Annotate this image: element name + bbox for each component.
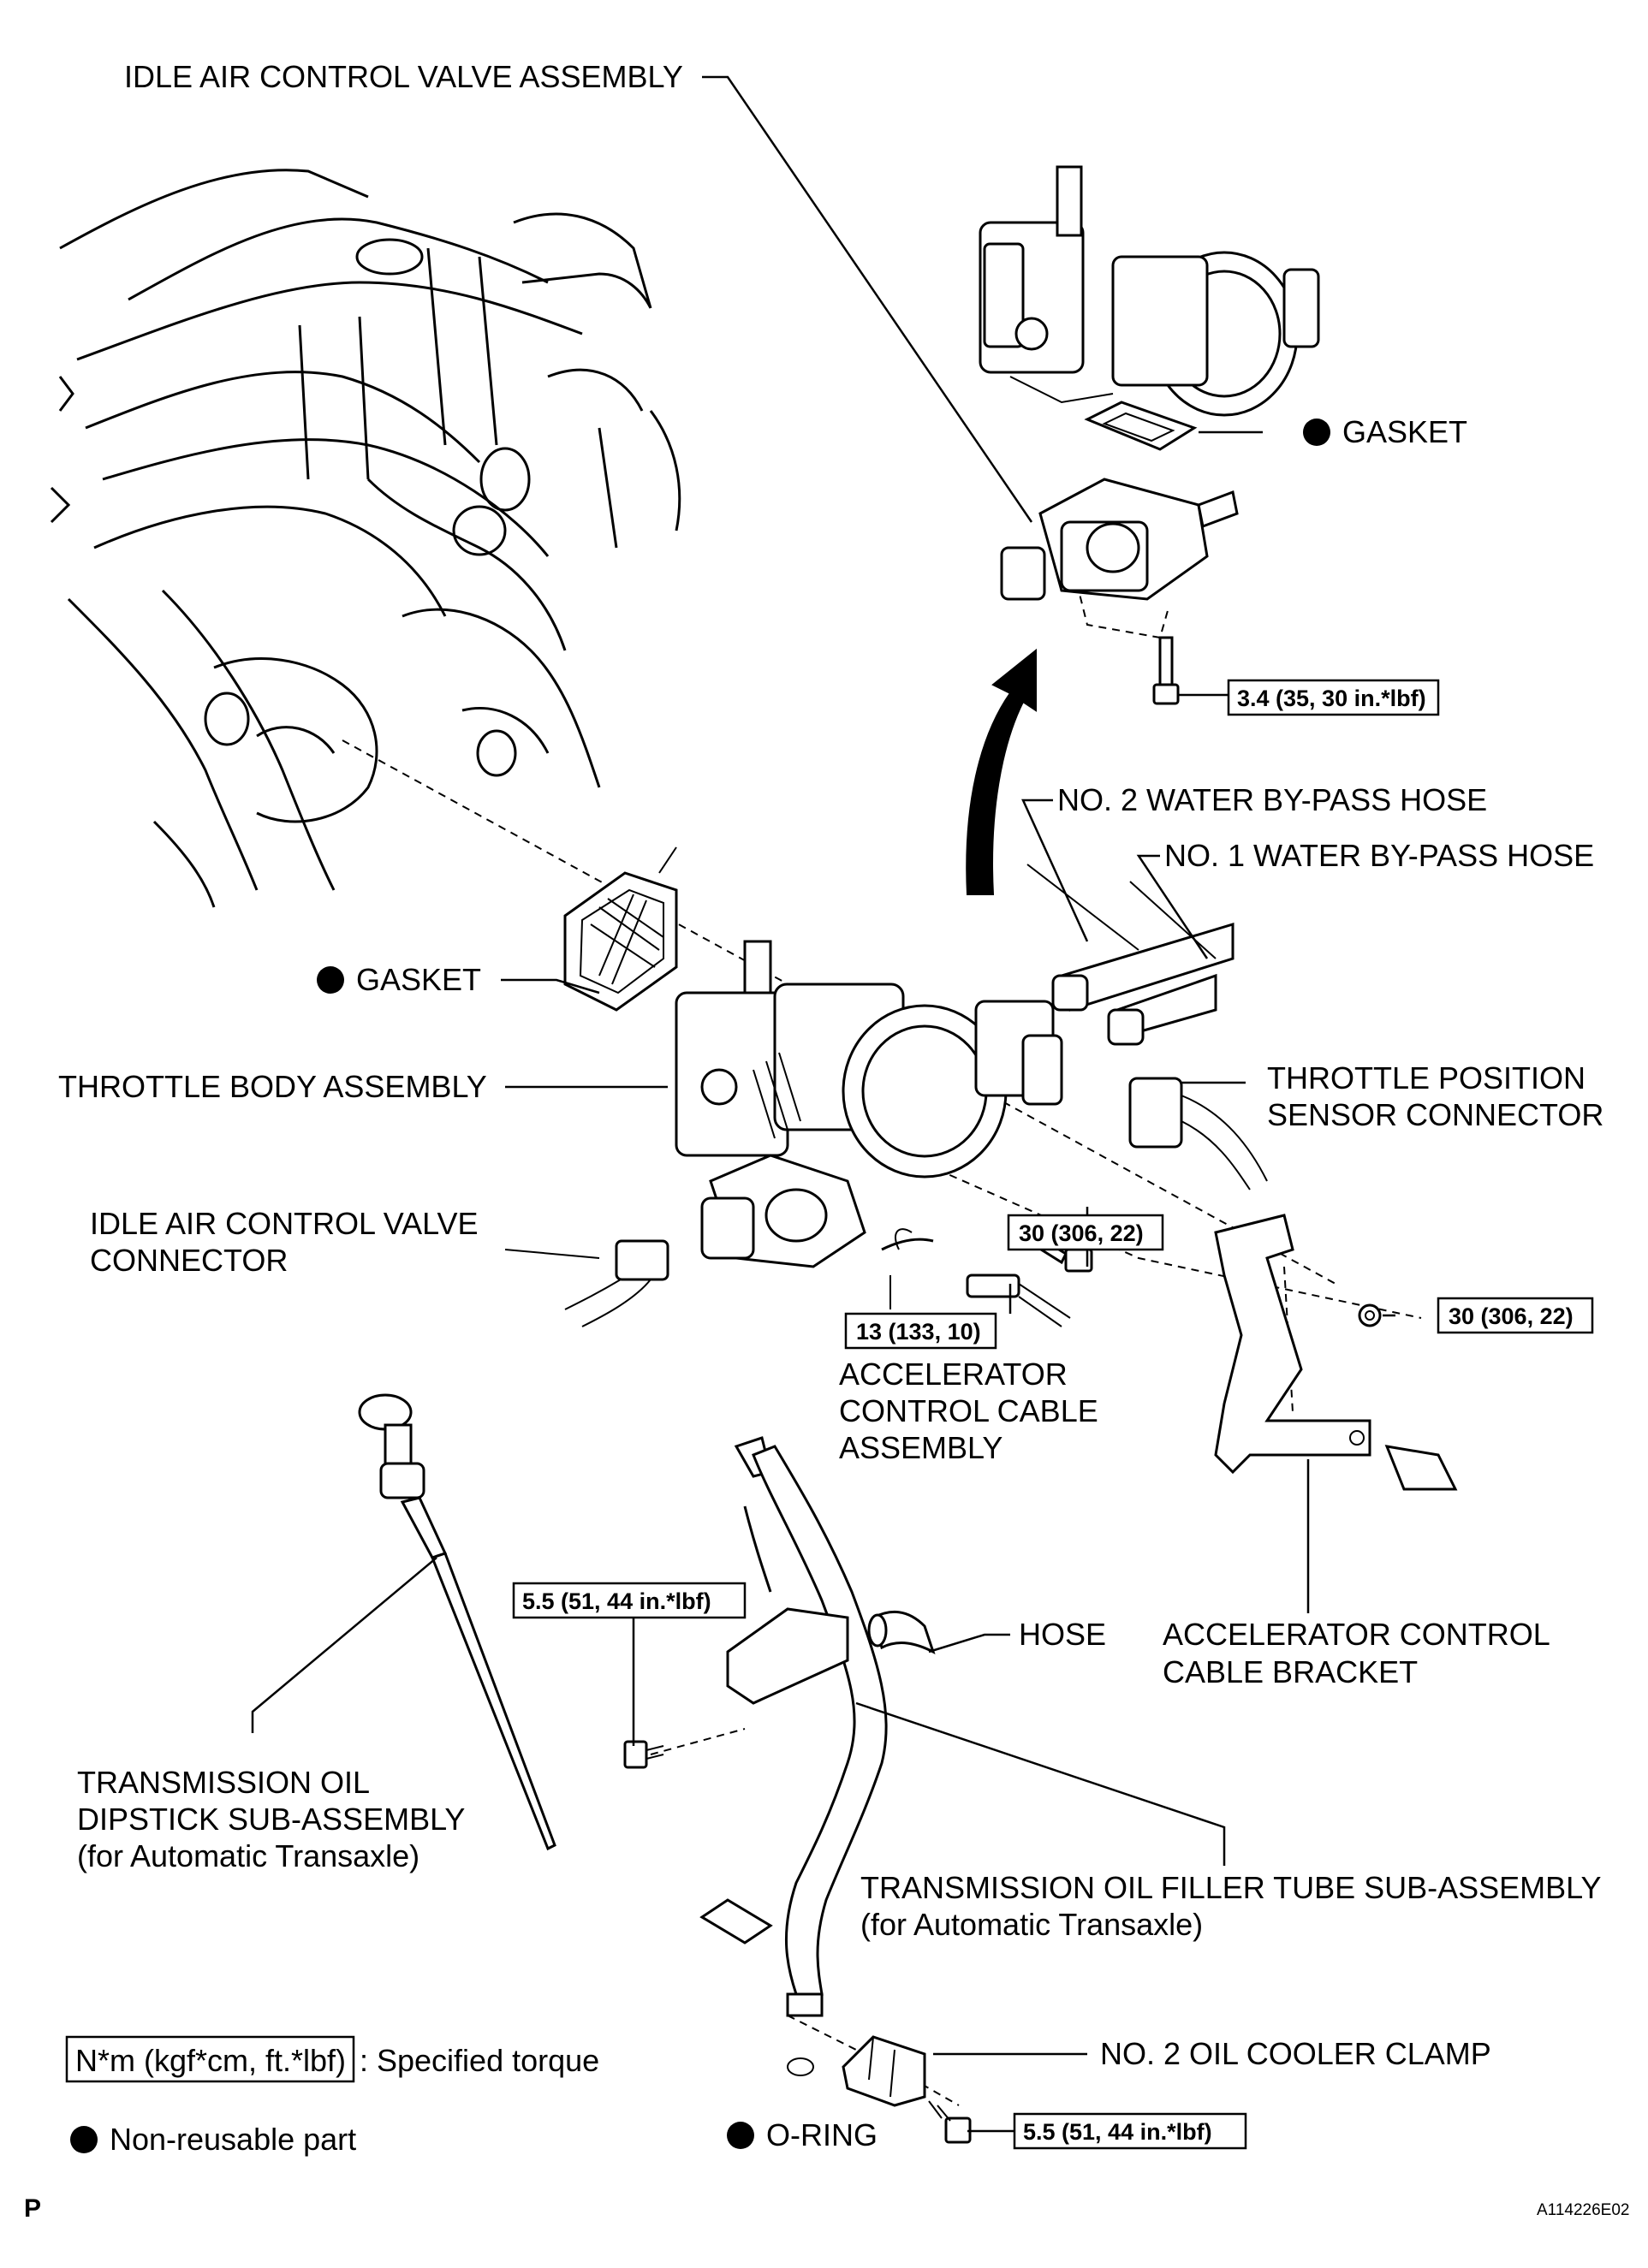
accelerator-bracket-part	[1214, 1214, 1458, 1491]
hose-part	[867, 1610, 936, 1654]
non-reusable-dot-o-ring	[727, 2122, 754, 2149]
iacv-connector-part	[504, 1239, 669, 1327]
label-hose: HOSE	[1019, 1617, 1106, 1652]
clamp-bolt	[928, 2100, 972, 2144]
label-tps-connector-line2: SENSOR CONNECTOR	[1267, 1097, 1603, 1132]
non-reusable-dot-gasket-upper	[1303, 419, 1330, 446]
footer-left-code: P	[24, 2194, 41, 2223]
label-iacv-connector-line2: CONNECTOR	[90, 1243, 288, 1278]
label-o-ring: O-RING	[766, 2117, 878, 2152]
svg-text:13 (133, 10): 13 (133, 10)	[856, 1319, 981, 1345]
label-gasket-upper: GASKET	[1342, 414, 1467, 449]
legend-torque-box	[65, 2035, 355, 2083]
label-accel-bracket-line2: CABLE BRACKET	[1163, 1654, 1418, 1689]
legend-torque-box-text: N*m (kgf*cm, ft.*lbf)	[75, 2043, 346, 2078]
tube-bolt	[623, 1740, 664, 1769]
iacv-bolt	[1152, 636, 1180, 705]
label-water-hose-1: NO. 1 WATER BY-PASS HOSE	[1164, 838, 1594, 873]
torque-box-cable-nut: 13 (133, 10)	[844, 1312, 997, 1350]
tps-connector-part	[1128, 1077, 1268, 1190]
svg-text:30 (306, 22): 30 (306, 22)	[1449, 1303, 1574, 1329]
gasket-left-part	[563, 846, 678, 1012]
bracket-nut	[1358, 1303, 1382, 1327]
label-accel-bracket-line1: ACCELERATOR CONTROL	[1163, 1617, 1550, 1652]
non-reusable-dot-legend	[70, 2126, 98, 2153]
svg-text:3.4 (35, 30 in.*lbf): 3.4 (35, 30 in.*lbf)	[1237, 686, 1426, 711]
torque-box-clamp-bolt: 5.5 (51, 44 in.*lbf)	[1013, 2112, 1247, 2150]
label-gasket-left: GASKET	[356, 962, 481, 997]
svg-text:30 (306, 22): 30 (306, 22)	[1019, 1220, 1144, 1246]
label-dipstick-line3: (for Automatic Transaxle)	[77, 1838, 419, 1873]
label-dipstick-line2: DIPSTICK SUB-ASSEMBLY	[77, 1802, 465, 1837]
label-accel-cable-line3: ASSEMBLY	[839, 1430, 1002, 1465]
upper-throttle-body	[979, 165, 1320, 417]
label-filler-tube-line1: TRANSMISSION OIL FILLER TUBE SUB-ASSEMBL…	[860, 1870, 1602, 1905]
leader-lines	[251, 75, 1395, 2133]
label-water-hose-2: NO. 2 WATER BY-PASS HOSE	[1057, 782, 1487, 817]
water-bypass-hoses-part	[1026, 864, 1235, 1046]
non-reusable-dot-gasket-left	[317, 966, 344, 994]
label-accel-cable-line2: CONTROL CABLE	[839, 1393, 1098, 1428]
torque-box-bracket-nut: 30 (306, 22)	[1437, 1297, 1594, 1334]
label-iacv-connector-line1: IDLE AIR CONTROL VALVE	[90, 1206, 478, 1241]
label-tps-connector-line1: THROTTLE POSITION	[1267, 1060, 1586, 1095]
label-oil-cooler-clamp: NO. 2 OIL COOLER CLAMP	[1100, 2036, 1491, 2071]
label-throttle-body: THROTTLE BODY ASSEMBLY	[58, 1069, 487, 1104]
label-filler-tube-line2: (for Automatic Transaxle)	[860, 1907, 1203, 1942]
torque-box-tube-bolt: 5.5 (51, 44 in.*lbf)	[512, 1582, 747, 1619]
accelerator-cable-part	[881, 1228, 1071, 1327]
dipstick-part	[358, 1393, 556, 1851]
legend-non-reusable: Non-reusable part	[110, 2122, 356, 2157]
installation-arrow	[966, 648, 1037, 895]
gasket-upper-part	[1084, 401, 1198, 451]
label-dipstick-line1: TRANSMISSION OIL	[77, 1765, 370, 1800]
legend: N*m (kgf*cm, ft.*lbf) : Specified torque…	[65, 2035, 599, 2157]
idle-air-control-valve-part	[1000, 478, 1239, 601]
torque-box-iacv-bolt: 3.4 (35, 30 in.*lbf)	[1227, 679, 1440, 716]
torque-box-throttle-bolt: 30 (306, 22)	[1007, 1214, 1164, 1251]
svg-text:5.5 (51, 44 in.*lbf): 5.5 (51, 44 in.*lbf)	[522, 1588, 711, 1614]
oil-cooler-clamp-part	[842, 2035, 926, 2107]
svg-text:5.5 (51, 44 in.*lbf): 5.5 (51, 44 in.*lbf)	[1023, 2119, 1212, 2145]
label-iacv-assembly: IDLE AIR CONTROL VALVE ASSEMBLY	[124, 59, 683, 94]
legend-torque-desc: : Specified torque	[360, 2043, 599, 2078]
filler-tube-part	[699, 1436, 888, 2017]
throttle-body-part	[675, 940, 1063, 1268]
footer-figure-id: A114226E02	[1537, 2201, 1629, 2219]
o-ring-part	[787, 2057, 814, 2076]
label-accel-cable-line1: ACCELERATOR	[839, 1357, 1068, 1392]
engine-block-illustration	[50, 169, 681, 908]
